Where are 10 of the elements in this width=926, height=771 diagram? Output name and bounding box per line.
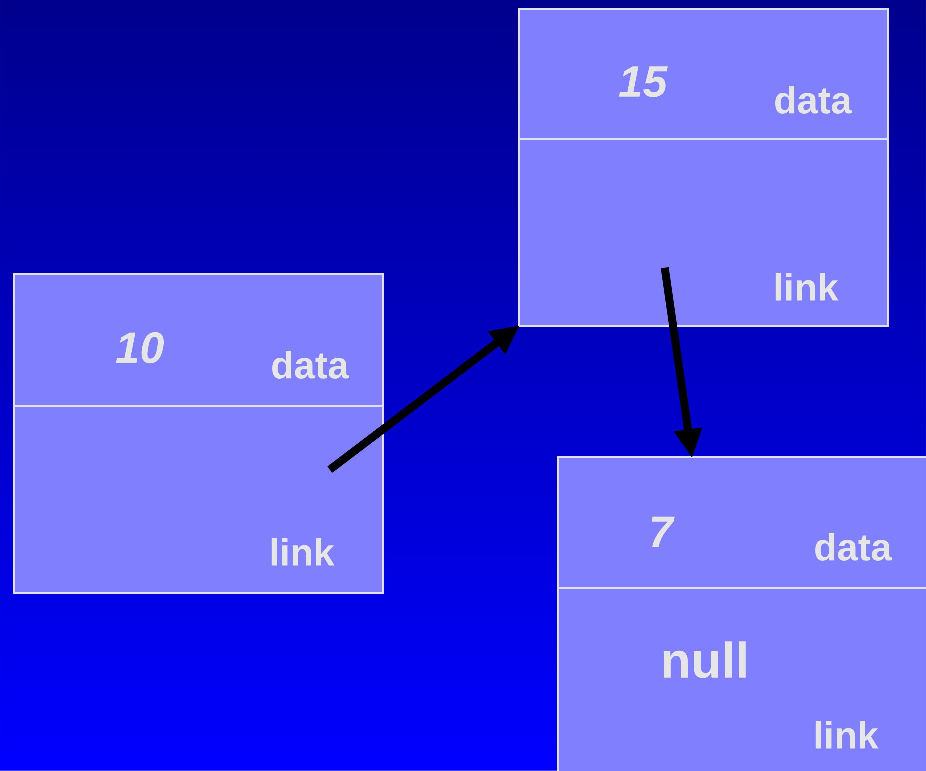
field-label: link [776,273,839,301]
field-label: data [776,86,852,114]
value-text: 7 [652,516,675,548]
field-label: link [816,721,879,749]
null-text: null [664,642,746,678]
value-text: 15 [619,66,668,98]
field-label: data [272,351,350,379]
value-text: 10 [116,332,164,364]
field-label: link [272,538,335,566]
field-label: data [816,533,892,561]
